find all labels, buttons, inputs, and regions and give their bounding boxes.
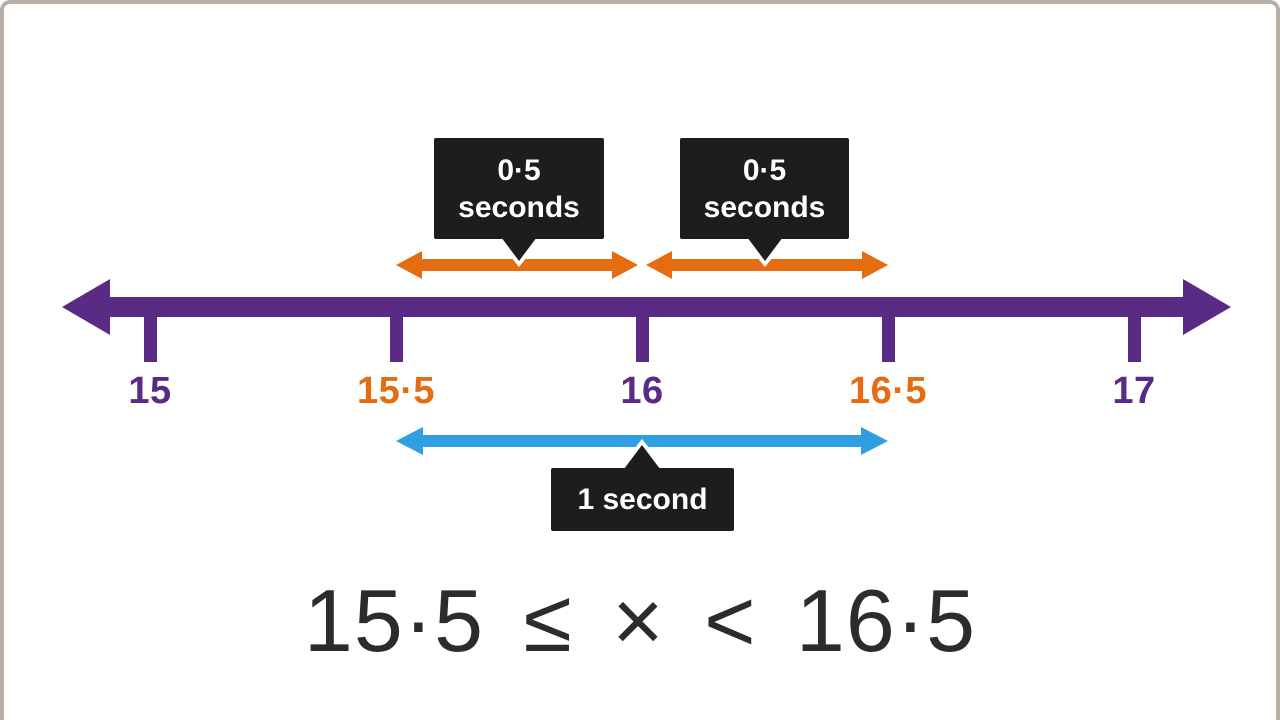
number-line-arrowhead-left-icon xyxy=(62,279,110,335)
number-line-arrowhead-right-icon xyxy=(1183,279,1231,335)
callout-unit: seconds xyxy=(458,190,580,224)
tick-label-17: 17 xyxy=(1112,370,1156,412)
arrowhead-left-icon xyxy=(396,251,422,279)
callout-pointer-down-icon xyxy=(747,237,783,261)
tick-16 xyxy=(635,307,649,362)
callout-value: 0·5 xyxy=(742,153,787,187)
half-second-arrow-right xyxy=(646,251,888,279)
callout-label: 1 second xyxy=(577,483,708,516)
tick-label-16-5: 16·5 xyxy=(848,370,928,412)
inequality-text: 15·5 ≤ × < 16·5 xyxy=(303,571,977,670)
callout-unit: seconds xyxy=(703,190,826,224)
callout-one-second: 1 second xyxy=(551,468,734,531)
tick-label-15: 15 xyxy=(128,370,172,412)
arrowhead-right-icon xyxy=(612,251,638,279)
tick-label-15-5: 15·5 xyxy=(356,370,436,412)
arrowhead-right-icon xyxy=(861,427,888,455)
callout-half-second-right: 0·5 seconds xyxy=(680,138,849,239)
arrowhead-left-icon xyxy=(396,427,423,455)
tick-label-16: 16 xyxy=(620,370,664,412)
callout-pointer-up-icon xyxy=(624,445,660,469)
tick-15-5 xyxy=(389,307,403,362)
callout-value: 0·5 xyxy=(497,153,541,187)
arrowhead-left-icon xyxy=(646,251,672,279)
tick-16-5 xyxy=(881,307,895,362)
tick-15 xyxy=(143,307,157,362)
callout-half-second-left: 0·5 seconds xyxy=(434,138,604,239)
callout-pointer-down-icon xyxy=(501,237,537,261)
arrowhead-right-icon xyxy=(862,251,888,279)
tick-17 xyxy=(1127,307,1141,362)
